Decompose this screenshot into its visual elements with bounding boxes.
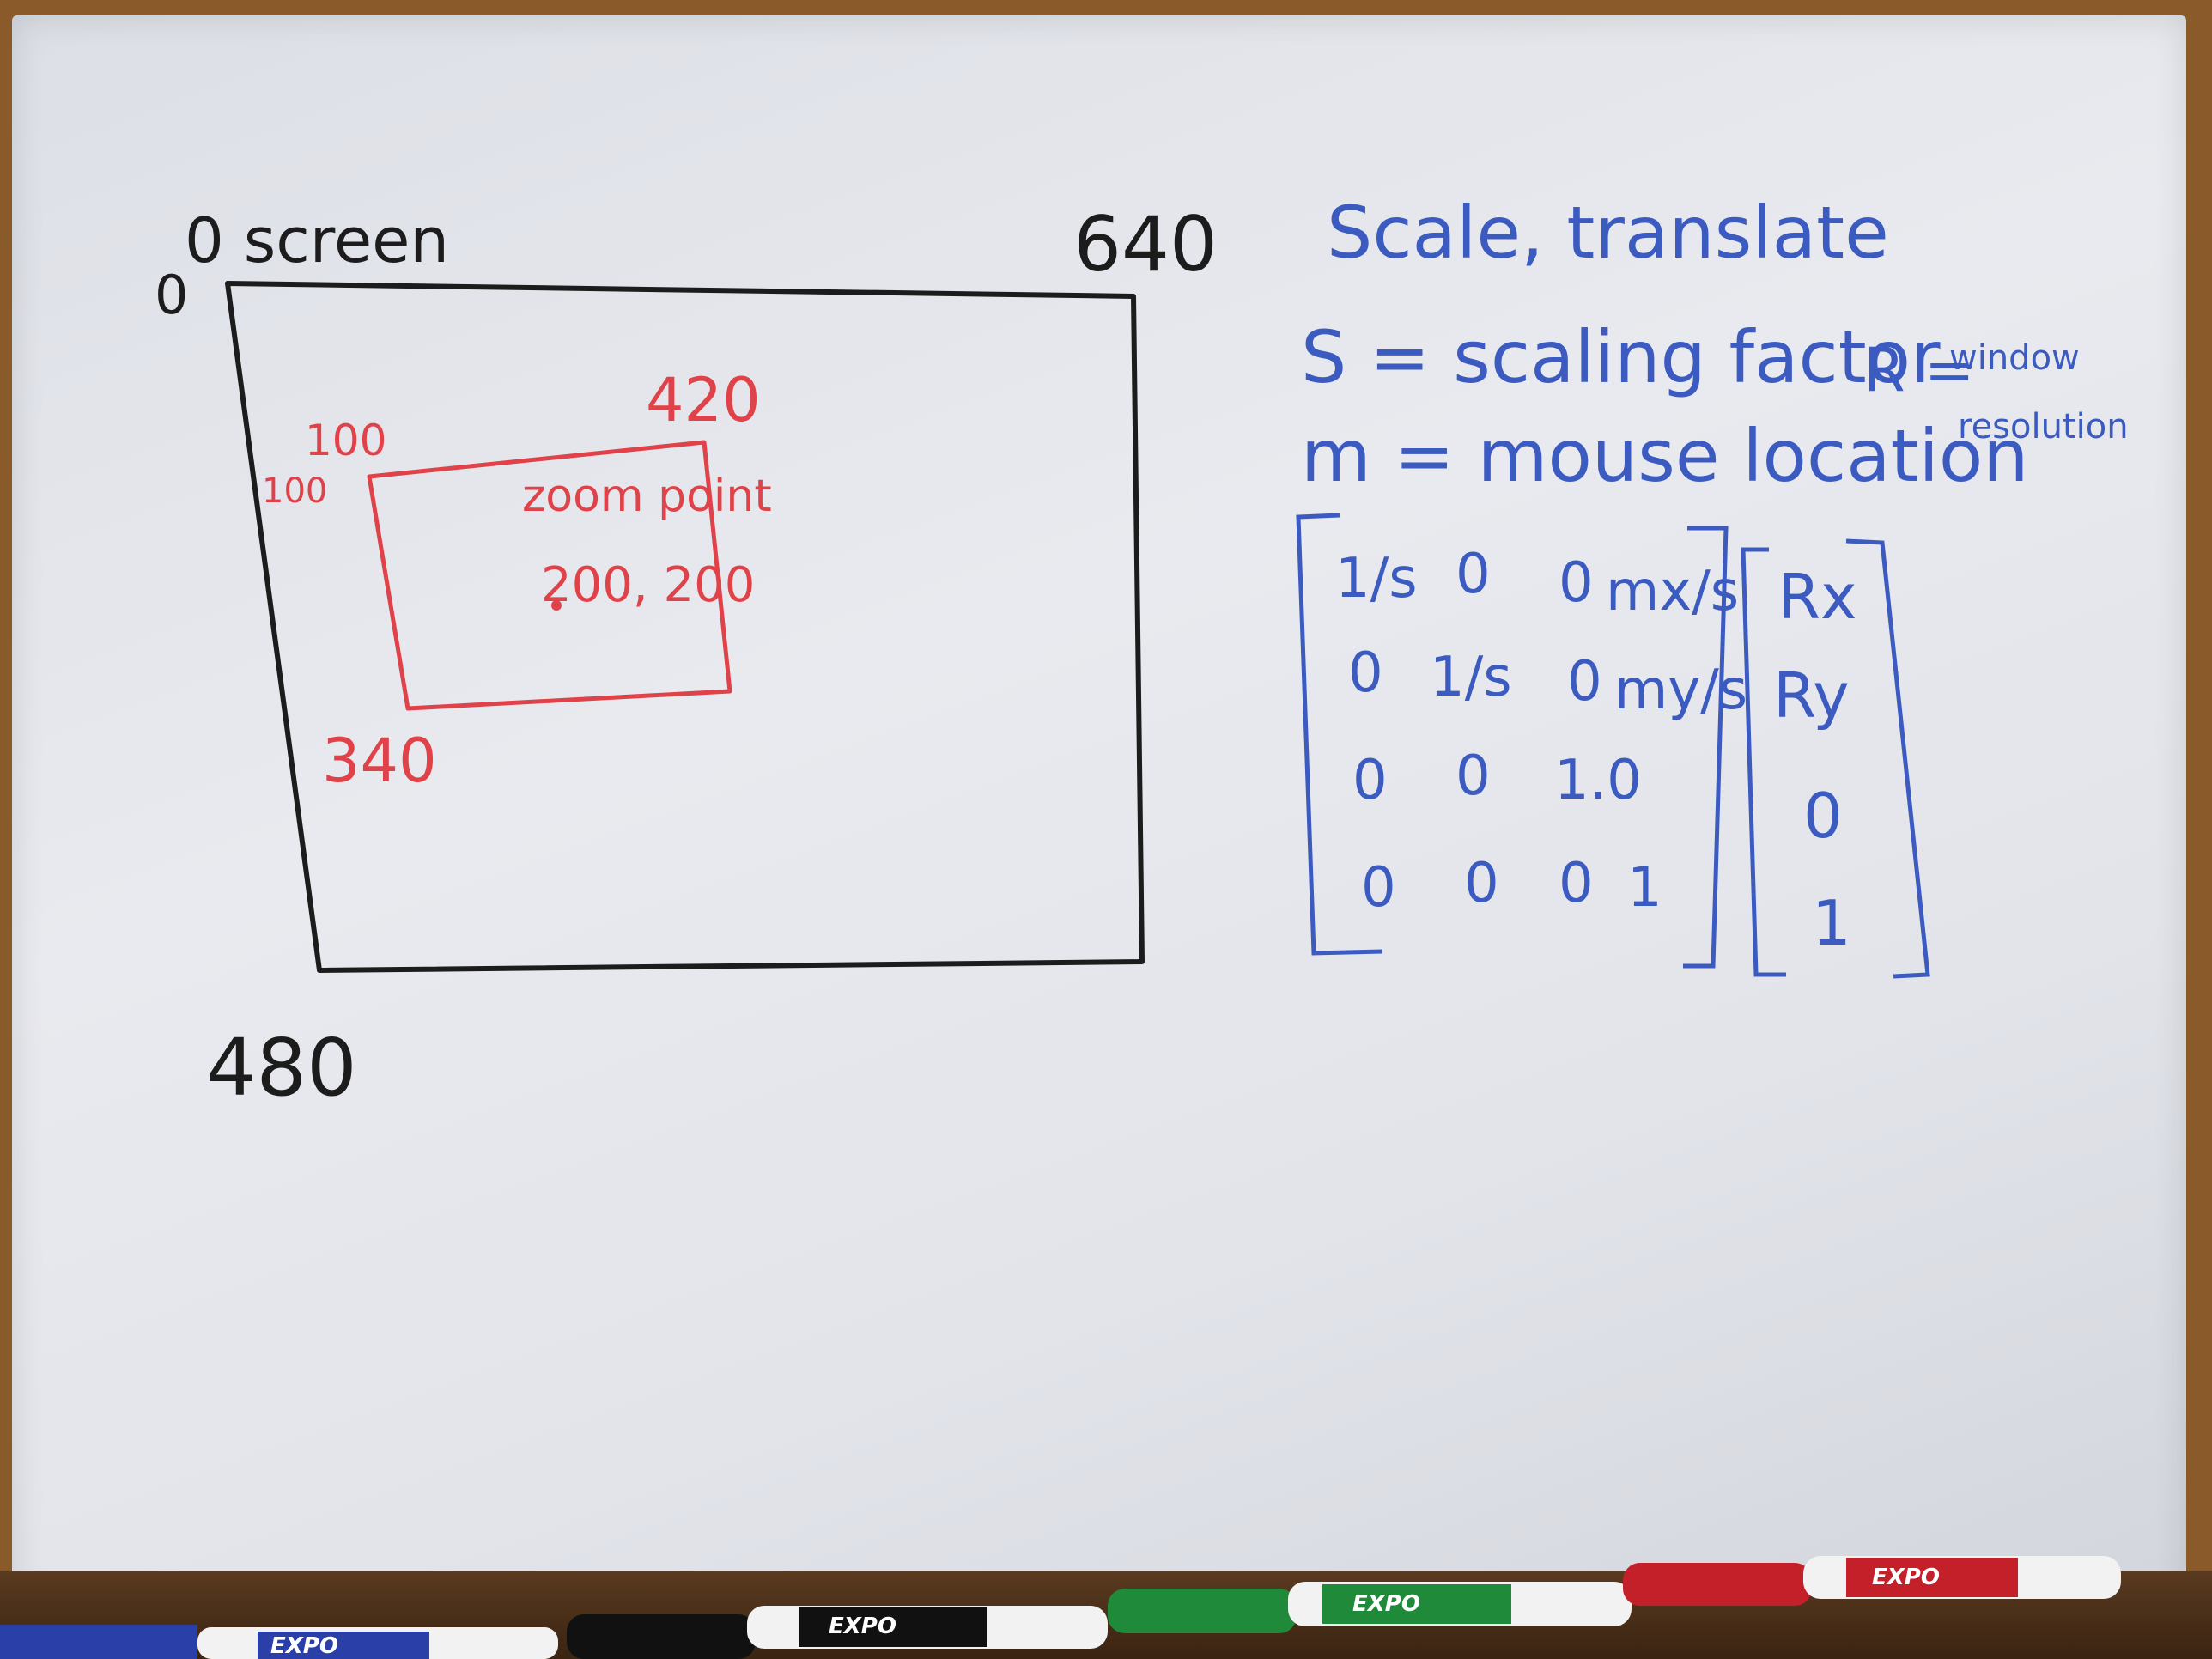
matrix-left-bracket: [1296, 513, 1383, 956]
matrix-cell-r0c2: 0: [1559, 551, 1594, 615]
matrix-cell-r3c2: 0: [1559, 852, 1594, 915]
matrix-cell-r2c2: 1.0: [1554, 749, 1642, 812]
notes-heading: Scale, translate: [1327, 191, 1889, 275]
mouse-definition: m = mouse location: [1301, 414, 2029, 498]
vector-entry-0: Rx: [1778, 561, 1857, 633]
matrix-cell-r0c3: mx/s: [1606, 560, 1739, 623]
vector-right-bracket: [1845, 538, 1930, 979]
matrix: 1/s 0 0 mx/s 0 1/s 0 my/s 0 0 1.0 0 0 0 …: [1335, 543, 1747, 920]
matrix-cell-r2c1: 0: [1455, 744, 1491, 808]
markers: EXPO EXPO EXPO EXPO: [0, 1556, 2121, 1659]
zoom-bottom-label: 340: [322, 726, 437, 796]
height-label: 480: [206, 1022, 357, 1114]
resolution-definition-line2: resolution: [1958, 407, 2129, 447]
matrix-cell-r0c1: 0: [1455, 543, 1491, 606]
vector-entry-3: 1: [1812, 887, 1851, 959]
matrix-cell-r3c3: 1: [1627, 856, 1662, 920]
marker-brand-green: EXPO: [1352, 1591, 1420, 1617]
zoom-point-label: zoom point: [522, 471, 772, 522]
scale-definition: S = scaling factor: [1301, 315, 1941, 399]
matrix-cell-r1c2: 0: [1567, 650, 1602, 714]
black-marker[interactable]: EXPO: [567, 1606, 1108, 1659]
marker-brand-red: EXPO: [1872, 1565, 1940, 1590]
matrix-cell-r3c0: 0: [1361, 856, 1396, 920]
vector: Rx Ry 0 1: [1773, 561, 1857, 959]
origin-label: 0: [155, 264, 188, 326]
blue-marker[interactable]: EXPO: [0, 1625, 558, 1659]
resolution-definition-line1: window: [1949, 338, 2080, 378]
marker-brand-blue: EXPO: [270, 1633, 338, 1659]
matrix-cell-r1c3: my/s: [1614, 659, 1747, 722]
resolution-definition-lhs: R =: [1863, 335, 1975, 405]
matrix-right-bracket: [1683, 526, 1729, 969]
matrix-cell-r1c0: 0: [1348, 641, 1383, 705]
red-marker[interactable]: EXPO: [1623, 1556, 2121, 1606]
vector-left-bracket: [1741, 547, 1786, 977]
screen-label: 0 screen: [185, 204, 449, 276]
zoom-point-dot: [551, 600, 562, 611]
matrix-cell-r0c0: 1/s: [1335, 547, 1418, 611]
screen-rectangle: [225, 281, 1145, 973]
zoom-rectangle: [367, 440, 732, 711]
vector-entry-2: 0: [1803, 780, 1843, 852]
matrix-cell-r2c0: 0: [1352, 749, 1388, 812]
matrix-cell-r3c1: 0: [1464, 852, 1499, 915]
vector-entry-1: Ry: [1773, 659, 1850, 732]
matrix-cell-r1c1: 1/s: [1430, 646, 1512, 709]
zoom-top-left-x: 100: [305, 416, 386, 465]
marker-brand-black: EXPO: [829, 1613, 896, 1639]
zoom-point-coords: 200, 200: [541, 557, 755, 613]
green-marker[interactable]: EXPO: [1108, 1582, 1632, 1633]
zoom-top-left-y: 100: [262, 471, 327, 511]
zoom-right-label: 420: [646, 365, 761, 435]
width-label: 640: [1073, 200, 1218, 289]
